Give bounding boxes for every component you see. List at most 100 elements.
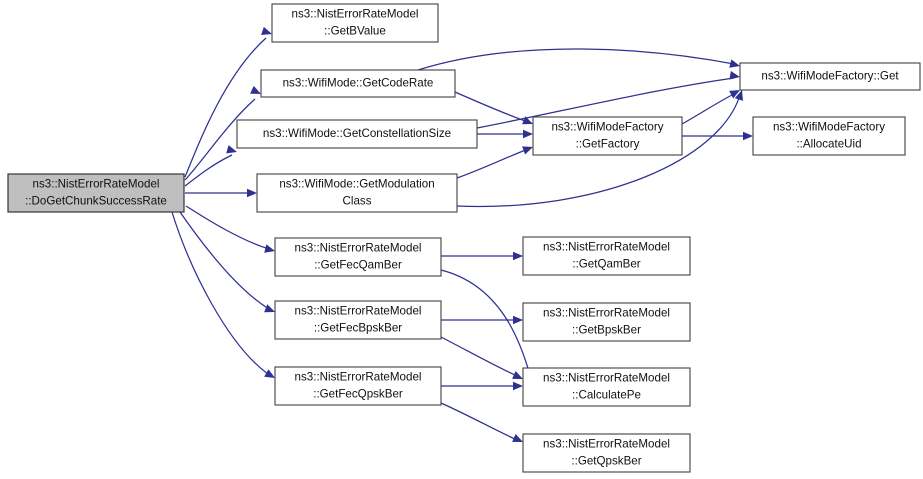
node-label: ns3::NistErrorRateModel xyxy=(33,178,160,191)
node-label: ::AllocateUid xyxy=(796,138,861,151)
node-box[interactable] xyxy=(752,116,906,156)
arrowhead-icon xyxy=(729,90,740,99)
graph-node-getconstellationsize[interactable]: ns3::WifiMode::GetConstellationSize xyxy=(236,119,478,149)
edge-line xyxy=(184,98,256,181)
graph-node-root[interactable]: ns3::NistErrorRateModel::DoGetChunkSucce… xyxy=(7,173,185,213)
node-box[interactable] xyxy=(271,3,439,43)
node-box[interactable] xyxy=(522,236,691,276)
call-edge-getconstellationsize-to-getfactory xyxy=(477,129,533,139)
node-label: ::GetQpskBer xyxy=(571,455,641,468)
node-box[interactable] xyxy=(532,116,683,156)
call-edge-root-to-getmodulationclass xyxy=(185,188,257,198)
node-box[interactable] xyxy=(522,302,691,342)
edge-line xyxy=(456,94,741,208)
graph-node-getfecqamber[interactable]: ns3::NistErrorRateModel::GetFecQamBer xyxy=(274,237,442,277)
graph-node-getfecqpskber[interactable]: ns3::NistErrorRateModel::GetFecQpskBer xyxy=(274,366,442,406)
node-label: ns3::NistErrorRateModel xyxy=(543,307,670,320)
node-label: ns3::WifiMode::GetConstellationSize xyxy=(263,127,451,140)
node-label: ns3::WifiMode::GetModulation xyxy=(279,178,434,191)
node-label: ::CalculatePe xyxy=(572,389,641,402)
node-label: ns3::WifiMode::GetCodeRate xyxy=(283,77,434,90)
call-edge-root-to-getcoderate xyxy=(184,85,261,181)
arrowhead-icon xyxy=(250,85,261,94)
call-edge-root-to-getfecqpskber xyxy=(171,211,275,378)
node-box[interactable] xyxy=(522,367,691,407)
edge-line xyxy=(417,48,735,71)
arrowhead-icon xyxy=(734,90,743,101)
node-label: ns3::NistErrorRateModel xyxy=(295,305,422,318)
graph-node-getqamber[interactable]: ns3::NistErrorRateModel::GetQamBer xyxy=(522,236,691,276)
node-label: ns3::NistErrorRateModel xyxy=(295,242,422,255)
edge-layer xyxy=(171,26,753,442)
call-edge-getmodulationclass-to-getfactory xyxy=(456,146,533,179)
node-label: ns3::NistErrorRateModel xyxy=(543,241,670,254)
call-edge-getfactory-to-allocateuid xyxy=(682,131,753,141)
node-box[interactable] xyxy=(236,119,478,149)
call-edge-getfecbpskber-to-getbpskber xyxy=(441,315,523,325)
edge-line xyxy=(454,91,529,123)
node-label: ns3::NistErrorRateModel xyxy=(292,8,419,21)
graph-node-getbvalue[interactable]: ns3::NistErrorRateModel::GetBValue xyxy=(271,3,439,43)
graph-node-getbpskber[interactable]: ns3::NistErrorRateModel::GetBpskBer xyxy=(522,302,691,342)
node-box[interactable] xyxy=(260,69,456,98)
node-box[interactable] xyxy=(274,300,442,340)
node-label: ns3::NistErrorRateModel xyxy=(295,371,422,384)
call-edge-getmodulationclass-to-wifimodefactoryget xyxy=(456,90,743,208)
call-edge-getfecqamber-to-getqamber xyxy=(441,251,523,261)
edge-line xyxy=(476,77,735,129)
arrowhead-icon xyxy=(513,381,523,391)
edge-line xyxy=(179,211,270,310)
edge-line xyxy=(171,211,269,375)
call-edge-root-to-getfecqamber xyxy=(185,205,275,253)
node-box[interactable] xyxy=(274,237,442,277)
edge-line xyxy=(681,93,735,125)
node-label: ::GetFecBpskBer xyxy=(314,322,402,335)
edge-line xyxy=(185,205,270,250)
graph-node-getfactory[interactable]: ns3::WifiModeFactory::GetFactory xyxy=(532,116,683,156)
arrowhead-icon xyxy=(729,71,740,80)
arrowhead-icon xyxy=(729,59,740,68)
call-edge-getfecqpskber-to-calculatepe xyxy=(441,381,523,391)
graph-node-calculatepe[interactable]: ns3::NistErrorRateModel::CalculatePe xyxy=(522,367,691,407)
edge-line xyxy=(440,336,518,377)
call-edge-getfecbpskber-to-calculatepe xyxy=(440,336,523,379)
node-box[interactable] xyxy=(522,433,691,473)
node-label: ::DoGetChunkSuccessRate xyxy=(25,195,167,208)
node-label: ns3::NistErrorRateModel xyxy=(543,372,670,385)
arrowhead-icon xyxy=(264,244,275,253)
node-label: ns3::WifiModeFactory xyxy=(773,121,885,134)
node-label: ::GetQamBer xyxy=(572,258,640,271)
graph-node-getcoderate[interactable]: ns3::WifiMode::GetCodeRate xyxy=(260,69,456,98)
call-edge-root-to-getconstellationsize xyxy=(184,145,237,187)
node-label: ::GetFecQpskBer xyxy=(313,388,403,401)
graph-node-allocateuid[interactable]: ns3::WifiModeFactory::AllocateUid xyxy=(752,116,906,156)
graph-node-wifimodefactoryget[interactable]: ns3::WifiModeFactory::Get xyxy=(739,62,921,91)
arrowhead-icon xyxy=(523,129,533,139)
node-box[interactable] xyxy=(274,366,442,406)
node-box[interactable] xyxy=(256,173,458,213)
node-label: ns3::WifiModeFactory xyxy=(551,121,663,134)
call-edge-root-to-getfecbpskber xyxy=(179,211,275,313)
node-box[interactable] xyxy=(7,173,185,213)
call-edge-root-to-getbvalue xyxy=(184,26,272,178)
arrowhead-icon xyxy=(512,371,523,379)
arrowhead-icon xyxy=(226,145,237,154)
graph-node-getfecbpskber[interactable]: ns3::NistErrorRateModel::GetFecBpskBer xyxy=(274,300,442,340)
call-edge-getconstellationsize-to-wifimodefactoryget xyxy=(476,71,740,129)
arrowhead-icon xyxy=(512,434,523,442)
node-label: ::GetFactory xyxy=(576,138,640,151)
arrowhead-icon xyxy=(247,188,257,198)
arrowhead-icon xyxy=(513,251,523,261)
node-layer: ns3::NistErrorRateModel::DoGetChunkSucce… xyxy=(7,3,921,473)
node-label: ::GetFecQamBer xyxy=(314,259,402,272)
node-label: ns3::NistErrorRateModel xyxy=(543,438,670,451)
node-box[interactable] xyxy=(739,62,921,91)
call-edge-getfecqpskber-to-getqpskber xyxy=(440,402,523,442)
arrowhead-icon xyxy=(522,146,533,155)
edge-line xyxy=(440,402,518,441)
node-label: Class xyxy=(343,195,372,208)
graph-node-getqpskber[interactable]: ns3::NistErrorRateModel::GetQpskBer xyxy=(522,433,691,473)
